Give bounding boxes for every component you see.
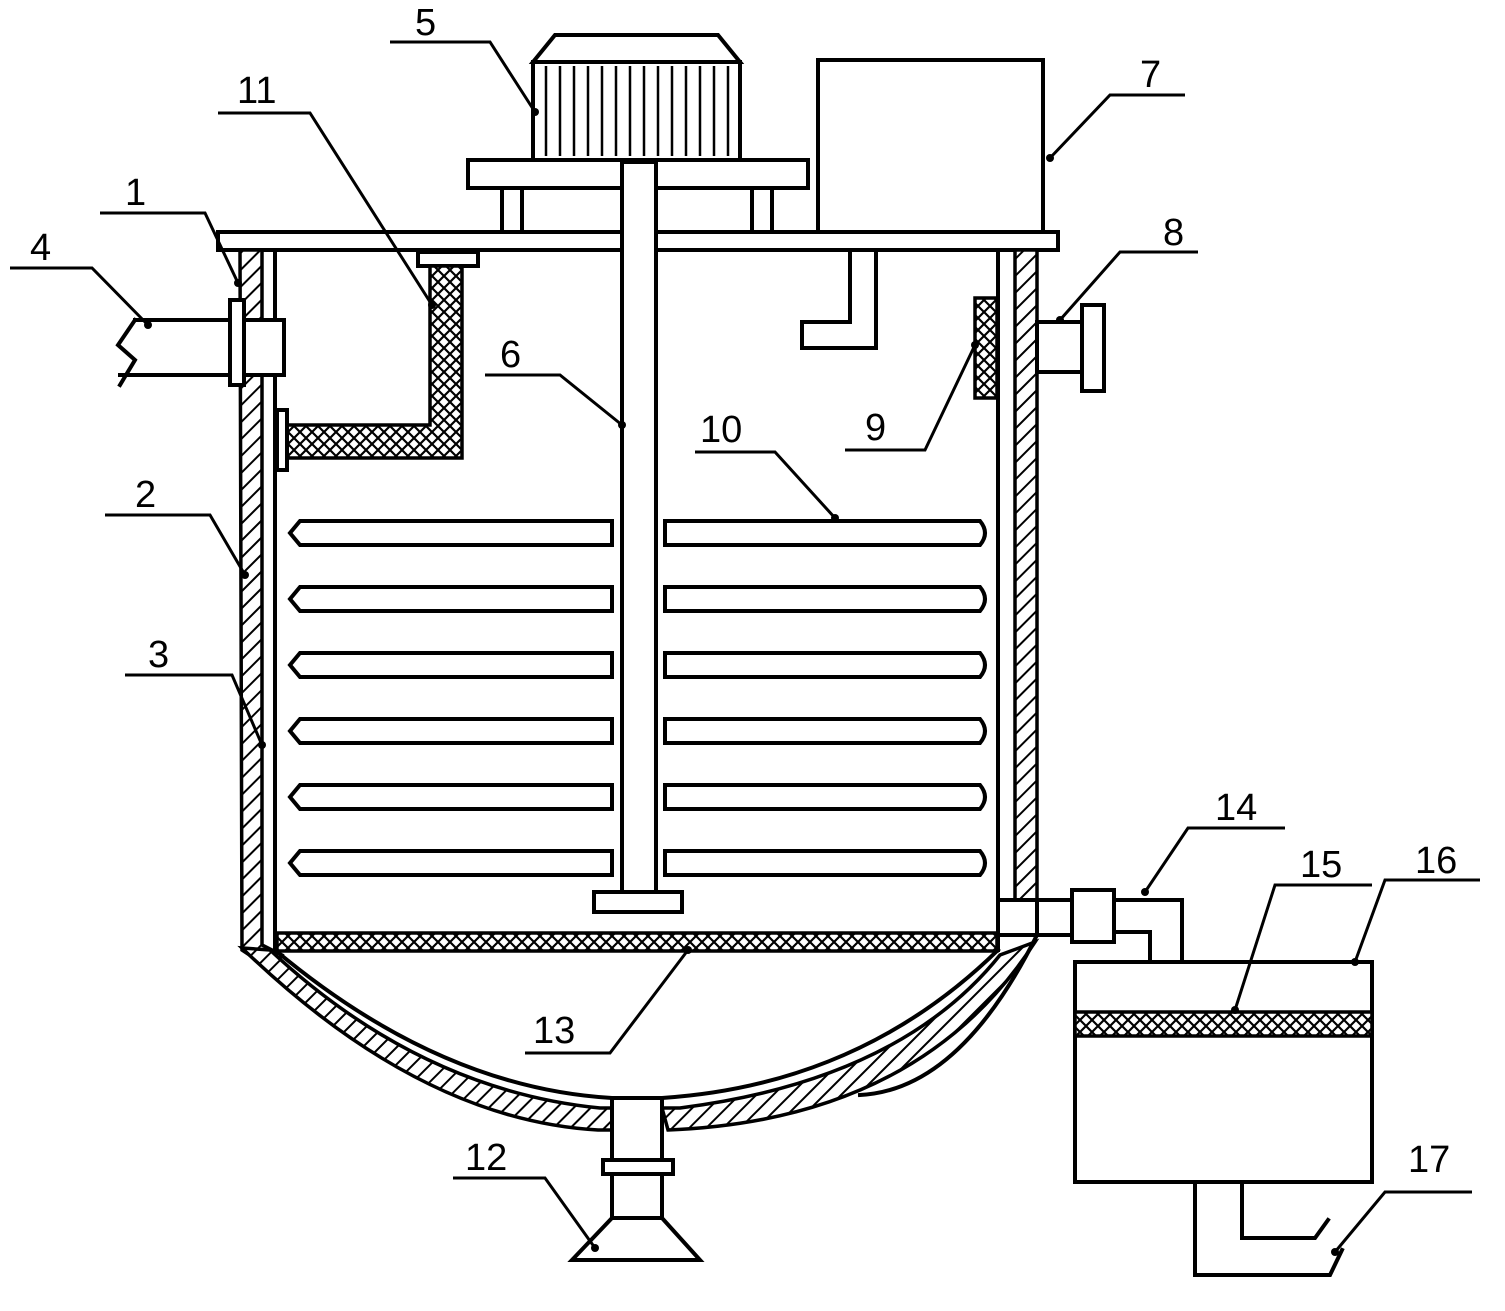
- label-1: 1: [125, 172, 146, 214]
- shaft-foot: [592, 890, 684, 914]
- inlet-pipe: [115, 298, 286, 388]
- shaft: [620, 160, 658, 894]
- label-13: 13: [533, 1010, 575, 1052]
- label-10: 10: [700, 409, 742, 451]
- label-8: 8: [1163, 212, 1184, 254]
- label-3: 3: [148, 634, 169, 676]
- side-outlet: [1035, 303, 1106, 393]
- right-jacket: [1013, 248, 1039, 902]
- baffle: [275, 250, 480, 472]
- label-16: 16: [1415, 840, 1457, 882]
- filter-tank: [1073, 960, 1374, 1184]
- label-5: 5: [415, 2, 436, 44]
- label-17: 17: [1408, 1139, 1450, 1181]
- label-9: 9: [865, 407, 886, 449]
- label-14: 14: [1215, 787, 1257, 829]
- label-15: 15: [1300, 844, 1342, 886]
- label-7: 7: [1140, 54, 1161, 96]
- transfer-pipe: [996, 888, 1184, 964]
- control-box: [816, 58, 1045, 234]
- arrowheads: [144, 108, 1359, 1256]
- label-4: 4: [30, 227, 51, 269]
- filter-plate: [275, 931, 999, 953]
- label-6: 6: [500, 334, 521, 376]
- coil: [287, 519, 987, 877]
- leader-lines: [10, 40, 1480, 1253]
- sensor: [973, 296, 999, 400]
- label-12: 12: [465, 1137, 507, 1179]
- label-11: 11: [237, 70, 276, 112]
- label-2: 2: [135, 474, 156, 516]
- tank-outlet: [1193, 1180, 1345, 1277]
- drain-valve: [567, 1096, 705, 1262]
